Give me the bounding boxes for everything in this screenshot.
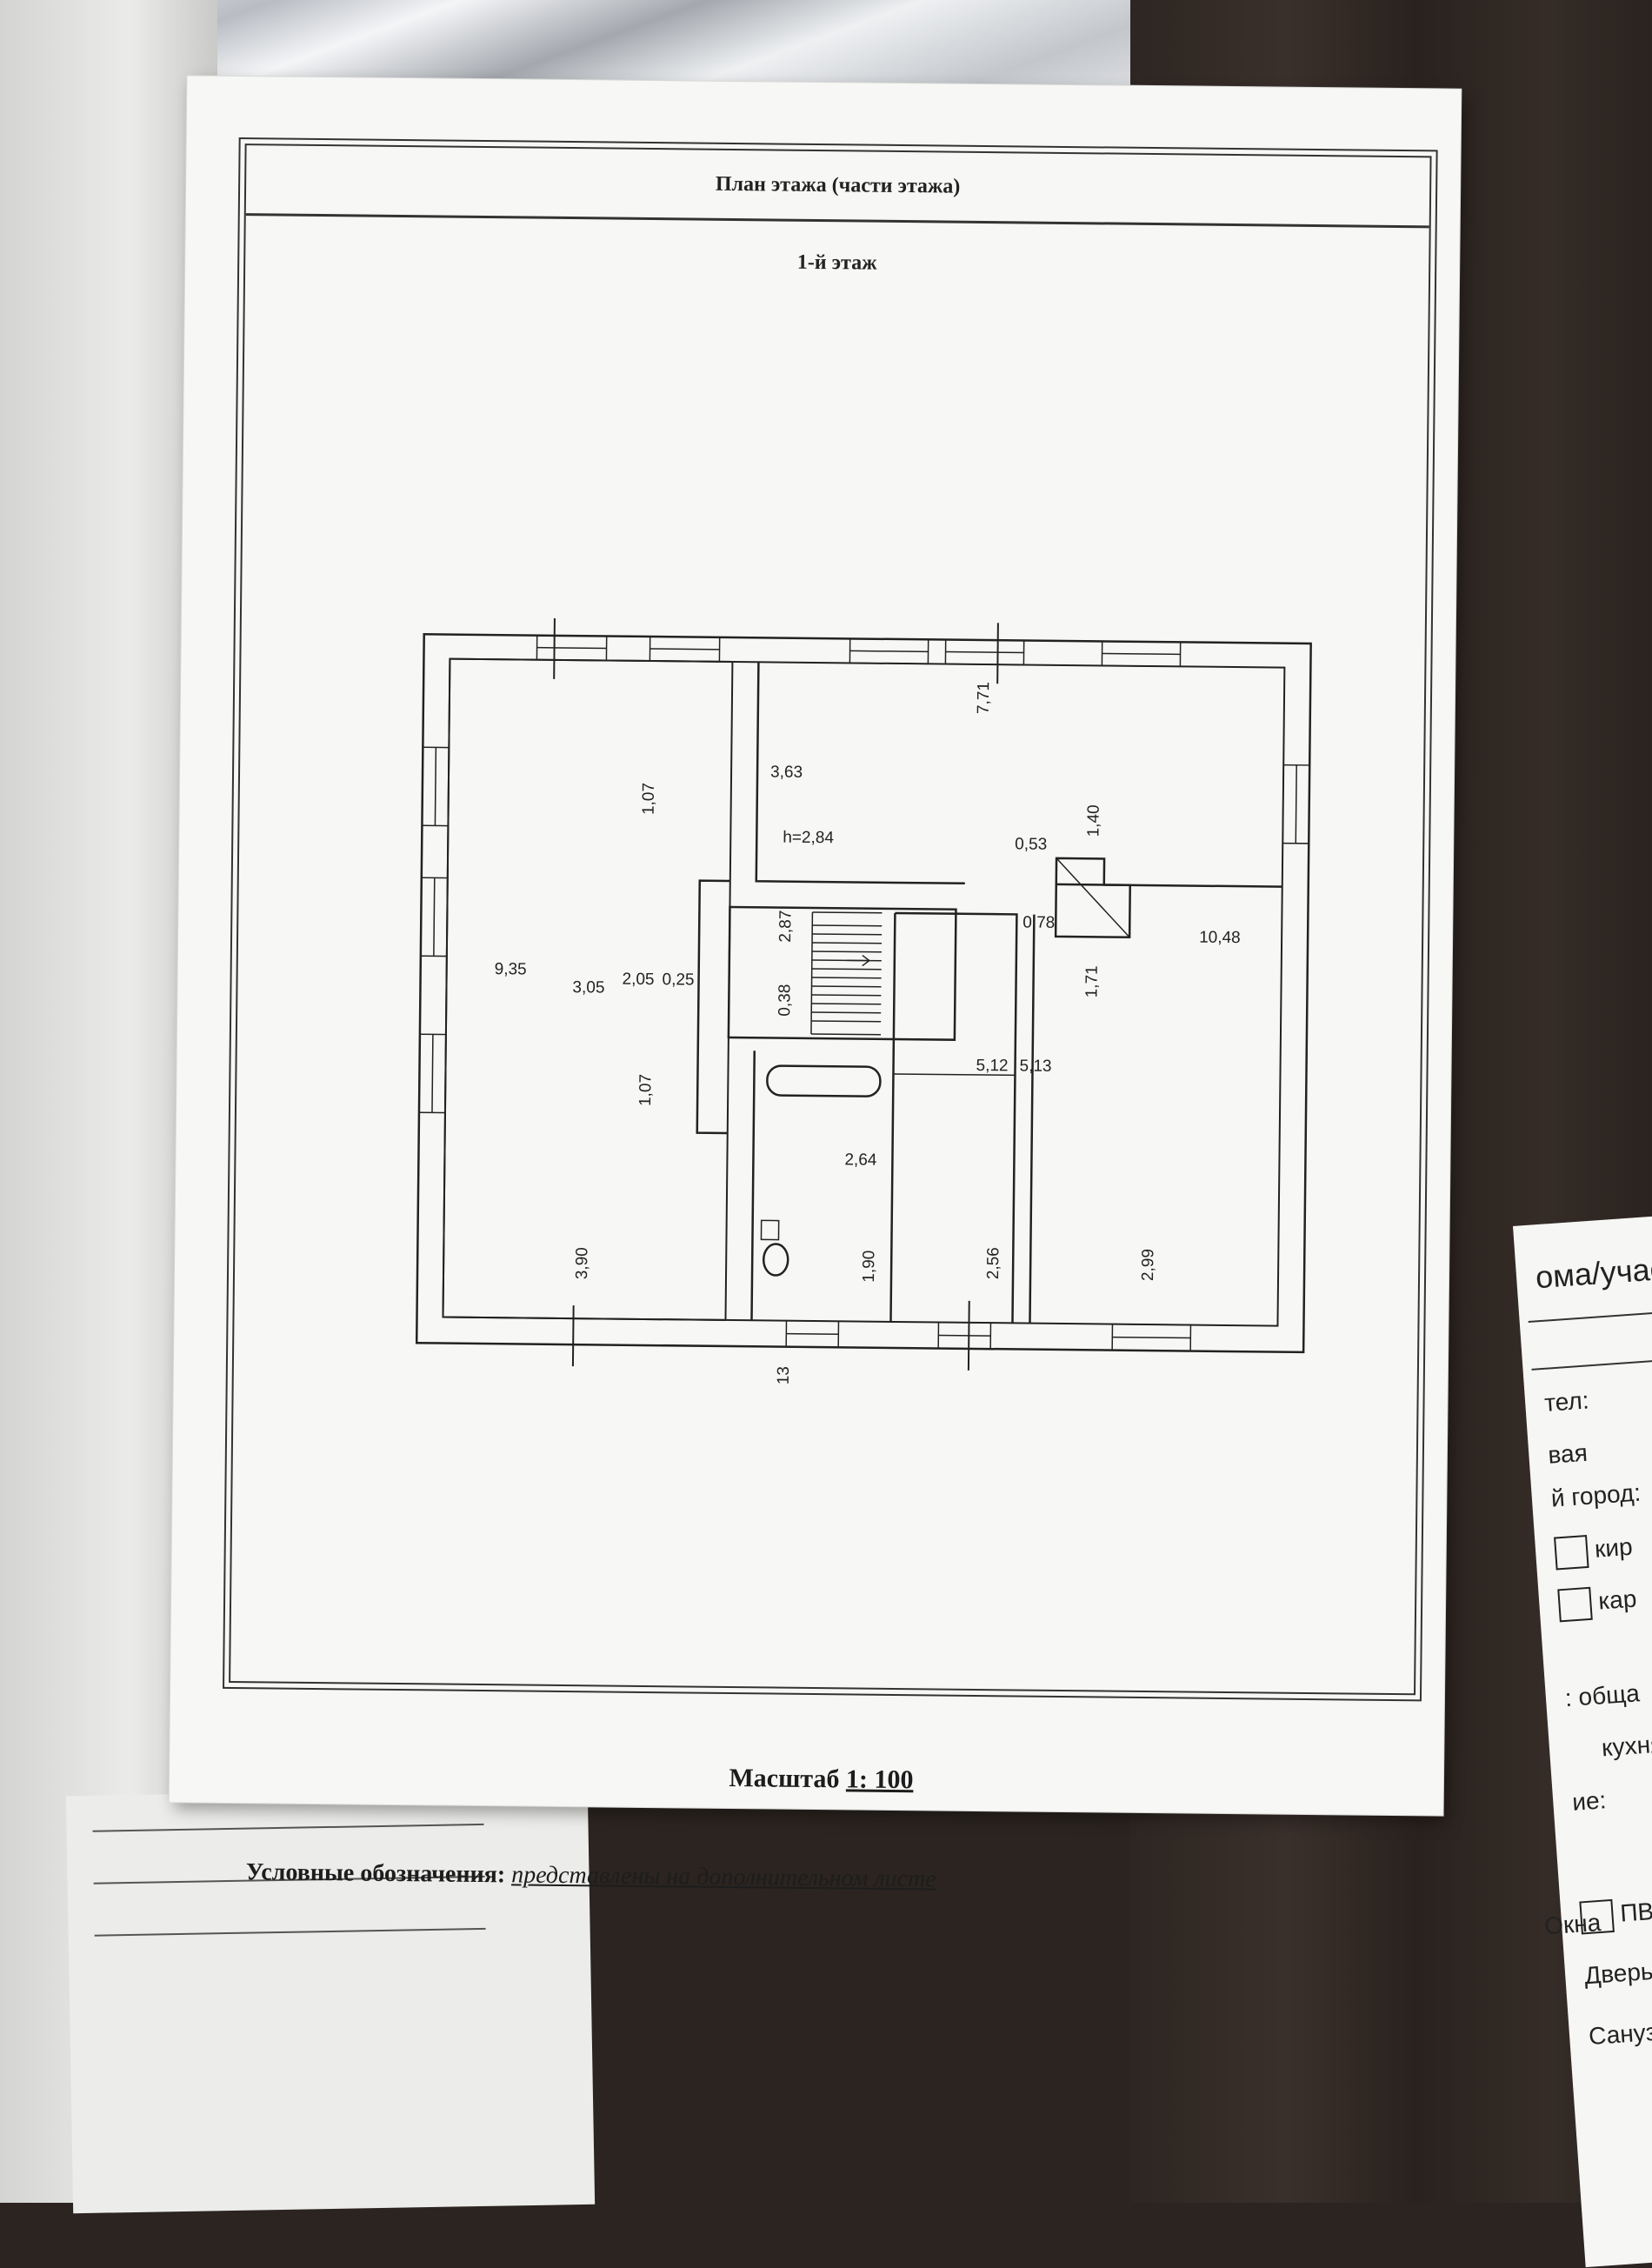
- bathtub: [767, 1065, 880, 1096]
- header-title: План этажа (части этажа): [716, 172, 961, 198]
- scale-value: 1: 100: [846, 1764, 914, 1794]
- dim-label: 13,13: [774, 1366, 792, 1391]
- dim-label: 1,90: [860, 1251, 878, 1283]
- form-text: Окна: [1543, 1909, 1602, 1940]
- dim-label: 1,71: [1082, 965, 1101, 997]
- dim-label: 2,05: [622, 971, 654, 989]
- scale-line: Масштаб 1: 100: [230, 1758, 1413, 1800]
- checkbox[interactable]: [1557, 1587, 1593, 1623]
- dim-label: h=2,84: [783, 829, 834, 848]
- form-text: : обща: [1564, 1679, 1641, 1712]
- dim-label: 1,07: [640, 783, 658, 815]
- dim-label: 2,87: [776, 911, 795, 943]
- dim-label: 2,99: [1139, 1249, 1157, 1281]
- form-text: ие:: [1571, 1786, 1607, 1817]
- checkbox[interactable]: [1554, 1535, 1589, 1571]
- dim-label: 0,38: [776, 984, 794, 1017]
- form-text: кухня: [1601, 1730, 1652, 1762]
- floor-title: 1-й этаж: [245, 245, 1429, 281]
- dim-label: 2,56: [984, 1247, 1003, 1279]
- dim-label: 3,90: [573, 1247, 591, 1279]
- staircase: [811, 912, 882, 1035]
- dim-label: 0,53: [1015, 835, 1047, 853]
- form-text: Дверь:: [1583, 1957, 1652, 1990]
- dim-label: 10,48: [1199, 929, 1241, 947]
- dim-label: 3,63: [770, 763, 803, 781]
- dim-label: 7,71: [975, 682, 993, 714]
- toilet: [763, 1244, 788, 1275]
- form-text: тел:: [1543, 1386, 1589, 1417]
- form-text: вая: [1547, 1439, 1588, 1470]
- dim-label: 0,78: [1023, 913, 1055, 931]
- form-option: кир: [1554, 1531, 1634, 1570]
- dim-label: 5,13: [1019, 1057, 1051, 1075]
- bottom-paper-sheet: [66, 1787, 595, 2213]
- stair-block: [729, 907, 956, 1040]
- legend-text: представлены на дополнительном листе: [511, 1861, 936, 1892]
- outer-wall-outline: [416, 634, 1310, 1352]
- form-option: кар: [1557, 1584, 1637, 1622]
- dim-label: 9,35: [495, 960, 527, 978]
- document-frame: План этажа (части этажа) 1-й этаж: [223, 137, 1438, 1701]
- dimension-ticks: [547, 618, 998, 1371]
- sink: [761, 1220, 778, 1239]
- form-text: й город:: [1550, 1479, 1642, 1513]
- dim-label: 1,40: [1084, 804, 1102, 837]
- windows: [416, 634, 1310, 1352]
- legend-label: Условные обозначения:: [246, 1858, 506, 1888]
- dim-label: 3,05: [572, 978, 604, 997]
- dim-label: 1,07: [636, 1074, 655, 1106]
- dim-label: 0,25: [662, 971, 694, 989]
- floor-plan-drawing: 9,35 3,05 3,90 1,07 1,07 3,63 h=2,84 7,7…: [390, 617, 1320, 1391]
- header-band: План этажа (части этажа): [246, 145, 1430, 228]
- floor-plan-svg: 9,35 3,05 3,90 1,07 1,07 3,63 h=2,84 7,7…: [390, 617, 1320, 1391]
- dim-label: 5,12: [976, 1057, 1008, 1075]
- form-text: Санузел:: [1588, 2016, 1652, 2051]
- form-text: ома/учас: [1535, 1251, 1652, 1296]
- floor-plan-sheet: План этажа (части этажа) 1-й этаж: [170, 76, 1462, 1815]
- dim-label: 2,64: [844, 1151, 877, 1169]
- scale-label: Масштаб: [729, 1764, 839, 1793]
- document-inner-frame: План этажа (части этажа) 1-й этаж: [229, 143, 1431, 1695]
